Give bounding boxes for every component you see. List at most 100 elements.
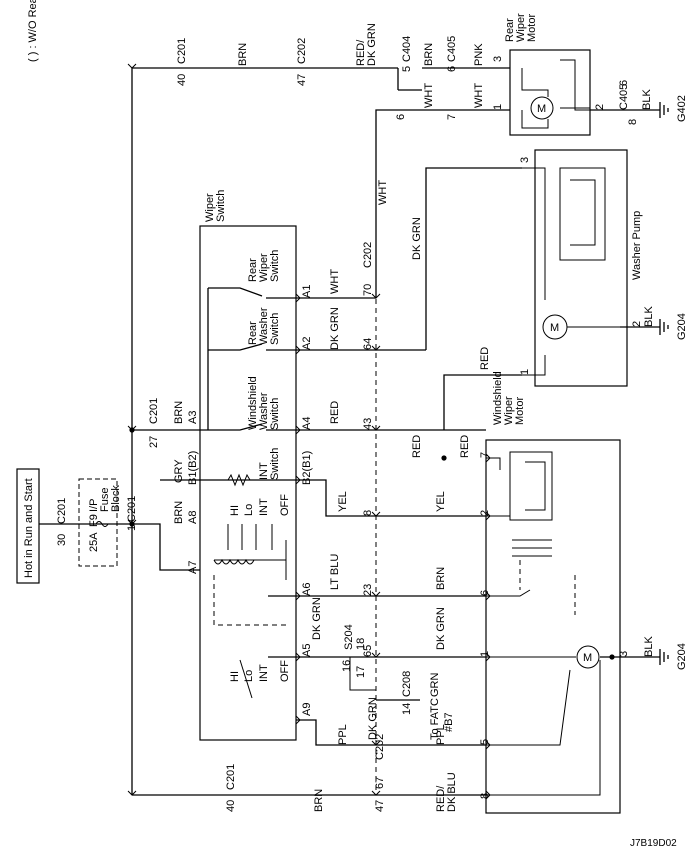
pin-1-pump: 1 xyxy=(519,369,531,375)
ws-wiper-motor-box xyxy=(485,439,621,814)
wire-label-ppl-2: PPL xyxy=(435,724,447,745)
pin-47-top: 47 xyxy=(296,74,308,86)
pin-7-c405: 7 xyxy=(446,114,458,120)
switch-feed-bus xyxy=(132,288,209,431)
junction-dot xyxy=(609,654,615,660)
wire-label-yel-2: YEL xyxy=(435,491,447,512)
mode-hi-label-1: HI xyxy=(229,505,241,516)
pin-6-c404: 6 xyxy=(395,114,407,120)
pin-a4: A4 xyxy=(301,417,313,430)
c404-wire xyxy=(397,68,422,91)
washer-pump-label: Washer Pump xyxy=(631,211,643,280)
rear-wiper-motor-label-2: Wiper xyxy=(515,13,527,42)
red-washer-pump-wire xyxy=(443,374,522,430)
fuse-rating: 25A xyxy=(88,532,100,552)
fuse-block-label-2: Fuse xyxy=(99,488,111,512)
mode-int-label-1: INT xyxy=(258,498,270,516)
switch-mechanical-link xyxy=(213,575,288,626)
wire-label-dkgrn-motor: DK GRN xyxy=(435,607,447,650)
pin-5-c404: 5 xyxy=(401,66,413,72)
motor-m-label: M xyxy=(583,652,592,664)
c201-label-bottom: C201 xyxy=(225,764,237,790)
rear-wiper-switch-label-3: Switch xyxy=(269,250,281,282)
switch-main-feed xyxy=(132,523,200,571)
c202-label-switch: C202 xyxy=(362,242,374,268)
ws-motor-park-relay xyxy=(509,451,553,521)
pin-70: 70 xyxy=(362,284,374,296)
wire-label-blk-pump: BLK xyxy=(643,306,655,327)
ws-washer-switch-label-1: Windshield xyxy=(247,376,259,430)
wire-label-red-a4: RED xyxy=(329,401,341,424)
s204-branch xyxy=(349,657,376,691)
rear-wiper-switch-label-2: Wiper xyxy=(258,253,270,282)
washer-pump-relay-inner xyxy=(570,179,596,246)
pin-8-c405: 8 xyxy=(627,119,639,125)
pin-3-rear-motor: 3 xyxy=(492,56,504,62)
wht-wire-rear-switch xyxy=(375,109,398,298)
pin-a2: A2 xyxy=(301,337,313,350)
washer-pump-box xyxy=(534,149,628,387)
ws-washer-switch-label-2: Washer xyxy=(258,392,270,430)
rear-wiper-motor-symbol xyxy=(530,96,554,120)
wire-label-blk-motor: BLK xyxy=(643,636,655,657)
c404-label: C404 xyxy=(401,36,413,62)
pin-43: 43 xyxy=(362,418,374,430)
pin-6-ws-motor: 6 xyxy=(479,590,491,596)
wire-label-ppl-1: PPL xyxy=(337,724,349,745)
ws-motor-internal-wiring xyxy=(486,457,601,796)
wire-label-wht-a1: WHT xyxy=(329,269,341,294)
fuse-block-label-1: I/P xyxy=(88,499,100,512)
c208-label: C208 xyxy=(401,671,413,697)
ws-wiper-motor-label-3: Motor xyxy=(514,397,526,425)
pin-2-rear-motor: 2 xyxy=(594,104,606,110)
mode-off-label-1: OFF xyxy=(279,494,291,516)
rear-wiper-motor-label-1: Rear xyxy=(504,18,516,42)
wire-label-gry: GRY xyxy=(173,459,185,483)
s204-label: S204 xyxy=(343,624,355,650)
pin-16: 16 xyxy=(341,660,353,672)
pin-3-ws-motor: 3 xyxy=(618,651,630,657)
fuse-element xyxy=(95,521,109,527)
wire-label-brn-rear: BRN xyxy=(423,43,435,66)
rear-wiper-switch-contact xyxy=(208,287,376,299)
mode-selector-blade xyxy=(239,659,253,699)
c202-label-top: C202 xyxy=(296,38,308,64)
pin-b2: B2(B1) xyxy=(301,451,313,485)
rear-wiper-motor-label-3: Motor xyxy=(526,14,538,42)
motor-m-label: M xyxy=(550,322,559,334)
pin-7-ws-motor: 7 xyxy=(479,452,491,458)
c201-label-fuse-in: C201 xyxy=(56,498,68,524)
pin-14: 14 xyxy=(401,703,413,715)
motor-m-label: M xyxy=(537,103,546,115)
pin-a6: A6 xyxy=(301,583,313,596)
connector-chevrons xyxy=(127,63,491,800)
g204-label-motor: G204 xyxy=(676,643,688,670)
ws-washer-switch-label-3: Switch xyxy=(269,398,281,430)
wire-label-blk-rear: BLK xyxy=(641,89,653,110)
pin-a7: A7 xyxy=(187,561,199,574)
yel-wire xyxy=(296,479,486,517)
wire-label-dkgrn-pump: DK GRN xyxy=(411,217,423,260)
pin-a9: A9 xyxy=(301,703,313,716)
wiper-switch-box xyxy=(199,225,297,741)
pin-a1: A1 xyxy=(301,285,313,298)
c201-label-top: C201 xyxy=(176,38,188,64)
ws-wiper-motor-symbol xyxy=(576,645,600,669)
wire-label-brn-a3: BRN xyxy=(173,401,185,424)
rear-motor-internal-wiring xyxy=(521,59,590,129)
pin-6-c405-right: 6 xyxy=(618,80,630,86)
ppl-wire xyxy=(296,719,486,746)
pin-8-yel: 8 xyxy=(362,510,374,516)
pin-47-bottom: 47 xyxy=(374,800,386,812)
pin-b1: B1(B2) xyxy=(187,451,199,485)
wire-label-red-dkblu-1: RED/ xyxy=(435,785,447,812)
ws-motor-capacitor xyxy=(512,539,552,557)
wiper-switch-label-2: Switch xyxy=(215,190,227,222)
pin-2-pump: 2 xyxy=(631,321,643,327)
wire-label-red-2: RED xyxy=(459,435,471,458)
pin-64: 64 xyxy=(362,338,374,350)
rear-washer-switch-label-3: Switch xyxy=(269,313,281,345)
power-source-label: Hot in Run and Start xyxy=(23,478,35,578)
